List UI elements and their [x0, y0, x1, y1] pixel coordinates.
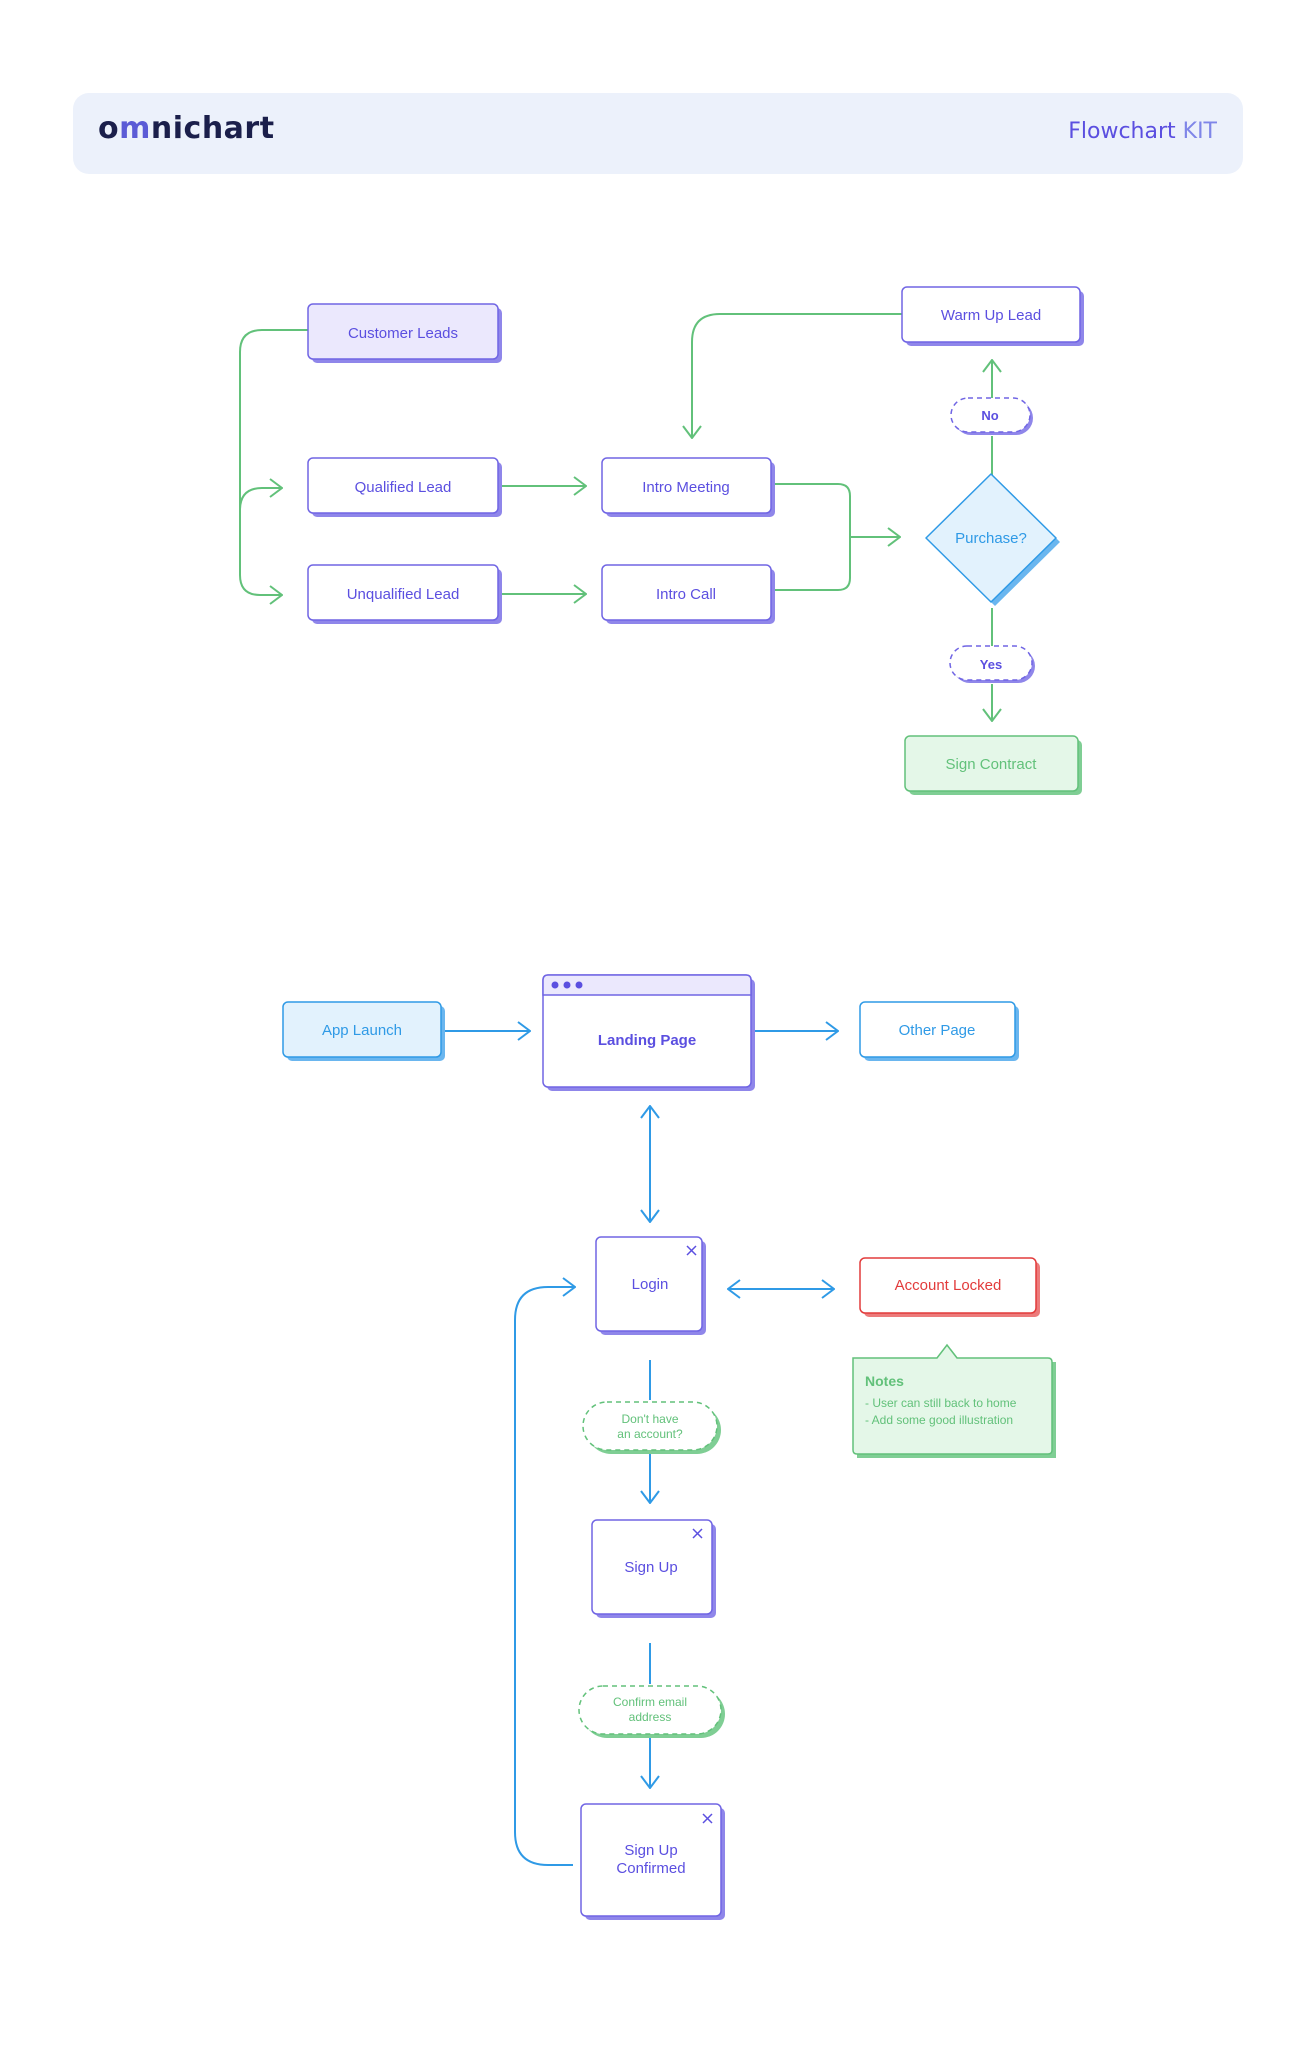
logo-text-o: o [98, 111, 120, 146]
label-yes: Yes [980, 657, 1002, 672]
label-sign-up-confirmed-line: Sign Up [624, 1842, 677, 1859]
label-no-account-line: an account? [617, 1427, 683, 1441]
label-account-locked: Account Locked [895, 1277, 1002, 1294]
kit-title-suffix: KIT [1182, 119, 1217, 144]
node-sign-contract[interactable]: Sign Contract [904, 735, 1082, 795]
label-warm-up-lead: Warm Up Lead [941, 307, 1041, 324]
notes-title: Notes [865, 1373, 904, 1389]
kit-title: Flowchart KIT [1068, 119, 1217, 144]
label-no-account-pill: Don't have an account? [582, 1401, 721, 1454]
label-intro-meeting: Intro Meeting [642, 479, 730, 496]
notes-callout: Notes - User can still back to home - Ad… [852, 1343, 1056, 1458]
notes-line: - User can still back to home [865, 1396, 1017, 1410]
notes-line: - Add some good illustration [865, 1413, 1013, 1427]
node-sign-up[interactable]: Sign Up [591, 1519, 716, 1618]
label-no: No [981, 408, 998, 423]
close-icon[interactable] [702, 1813, 713, 1824]
window-title-bar [542, 974, 752, 996]
connector-merge [775, 483, 851, 591]
label-sign-up: Sign Up [624, 1559, 677, 1576]
omnichart-logo[interactable]: omnichart [98, 111, 275, 146]
sales-flow: Customer Leads Qualified Lead Unqualifie… [239, 286, 1084, 795]
close-icon[interactable] [686, 1245, 697, 1256]
window-dot-icon [563, 981, 571, 989]
window-dot-icon [575, 981, 583, 989]
app-flow: App Launch Landing Page Other Page Login [282, 974, 1056, 1920]
node-app-launch[interactable]: App Launch [282, 1001, 445, 1061]
label-qualified-lead: Qualified Lead [355, 479, 452, 496]
label-confirm-email-line: address [629, 1710, 672, 1724]
label-yes-pill: Yes [949, 645, 1035, 683]
node-intro-meeting[interactable]: Intro Meeting [601, 457, 775, 517]
node-intro-call[interactable]: Intro Call [601, 564, 775, 624]
connector-warmup-meeting [692, 313, 902, 438]
node-login[interactable]: Login [595, 1236, 706, 1335]
label-customer-leads: Customer Leads [348, 325, 458, 342]
node-landing-page[interactable]: Landing Page [542, 974, 755, 1091]
node-sign-up-confirmed[interactable]: Sign Up Confirmed [580, 1803, 725, 1920]
label-login: Login [632, 1276, 669, 1293]
connector-leads-qualified [239, 488, 282, 511]
node-customer-leads[interactable]: Customer Leads [307, 303, 502, 363]
label-no-pill: No [950, 397, 1033, 435]
kit-title-word: Flowchart [1068, 119, 1176, 144]
label-unqualified-lead: Unqualified Lead [347, 586, 460, 603]
header-bar: omnichart Flowchart KIT [73, 93, 1243, 174]
connector-confirmed-login [514, 1287, 575, 1866]
label-sign-contract: Sign Contract [946, 756, 1038, 773]
label-intro-call: Intro Call [656, 586, 716, 603]
node-other-page[interactable]: Other Page [859, 1001, 1019, 1061]
label-sign-up-confirmed-line: Confirmed [616, 1860, 685, 1877]
window-dot-icon [551, 981, 559, 989]
label-landing-page: Landing Page [598, 1032, 696, 1049]
node-qualified-lead[interactable]: Qualified Lead [307, 457, 502, 517]
label-no-account-line: Don't have [622, 1412, 679, 1426]
logo-text-m: m [119, 111, 151, 146]
logo-text-rest: nichart [150, 111, 275, 146]
node-purchase-decision[interactable]: Purchase? [925, 473, 1060, 606]
close-icon[interactable] [692, 1528, 703, 1539]
node-account-locked[interactable]: Account Locked [859, 1257, 1040, 1317]
node-warm-up-lead[interactable]: Warm Up Lead [901, 286, 1084, 346]
connector-leads-unqualified [239, 329, 308, 595]
label-app-launch: App Launch [322, 1022, 402, 1039]
sales-connectors [239, 313, 992, 721]
label-purchase: Purchase? [955, 530, 1027, 547]
node-unqualified-lead[interactable]: Unqualified Lead [307, 564, 502, 624]
label-confirm-email-pill: Confirm email address [578, 1685, 725, 1738]
label-confirm-email-line: Confirm email [613, 1695, 687, 1709]
app-connectors [445, 1031, 838, 1866]
label-other-page: Other Page [899, 1022, 976, 1039]
